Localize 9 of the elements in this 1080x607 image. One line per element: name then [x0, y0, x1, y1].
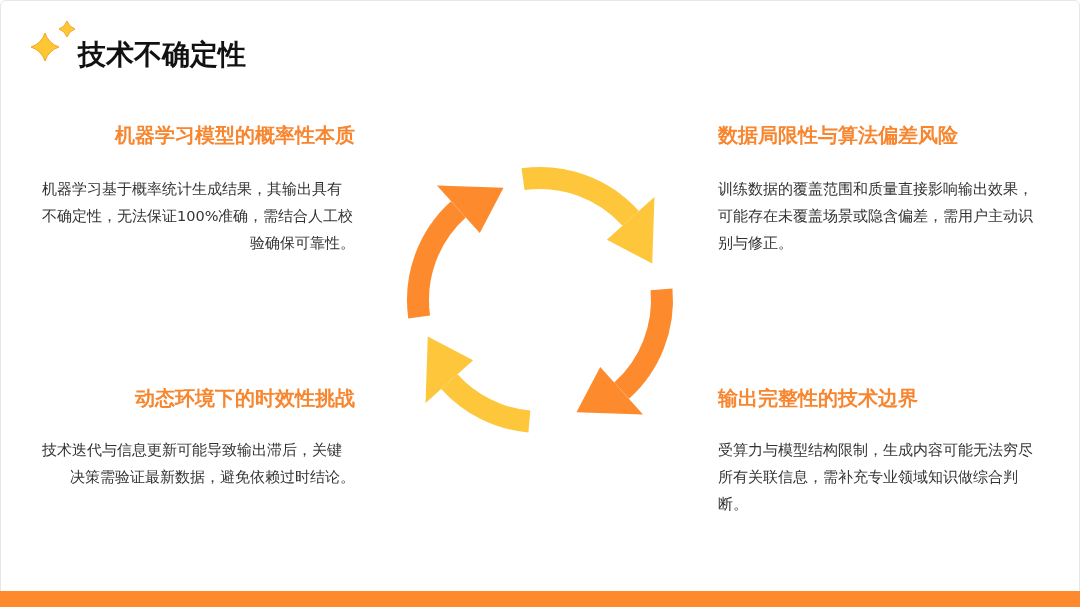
section-heading: 输出完整性的技术边界 — [718, 385, 918, 412]
section-heading: 动态环境下的时效性挑战 — [135, 385, 355, 412]
section-text: 训练数据的覆盖范围和质量直接影响输出效果，可能存在未覆盖场景或隐含偏差，需用户主动识别与修正。 — [718, 180, 1034, 253]
slide-title: 技术不确定性 — [78, 37, 246, 73]
section-text: 受算力与模型结构限制，生成内容可能无法穷尽所有关联信息，需补充专业领域知识做综合判断。 — [718, 441, 1034, 514]
section-heading: 数据局限性与算法偏差风险 — [718, 122, 958, 149]
section-text: 机器学习基于概率统计生成结果，其输出具有不确定性，无法保证100%准确，需结合人工校验确保可靠性。 — [42, 180, 355, 253]
section-heading: 机器学习模型的概率性本质 — [115, 122, 355, 149]
section-text: 技术迭代与信息更新可能导致输出滞后，关键决策需验证最新数据，避免依赖过时结论。 — [42, 441, 355, 487]
